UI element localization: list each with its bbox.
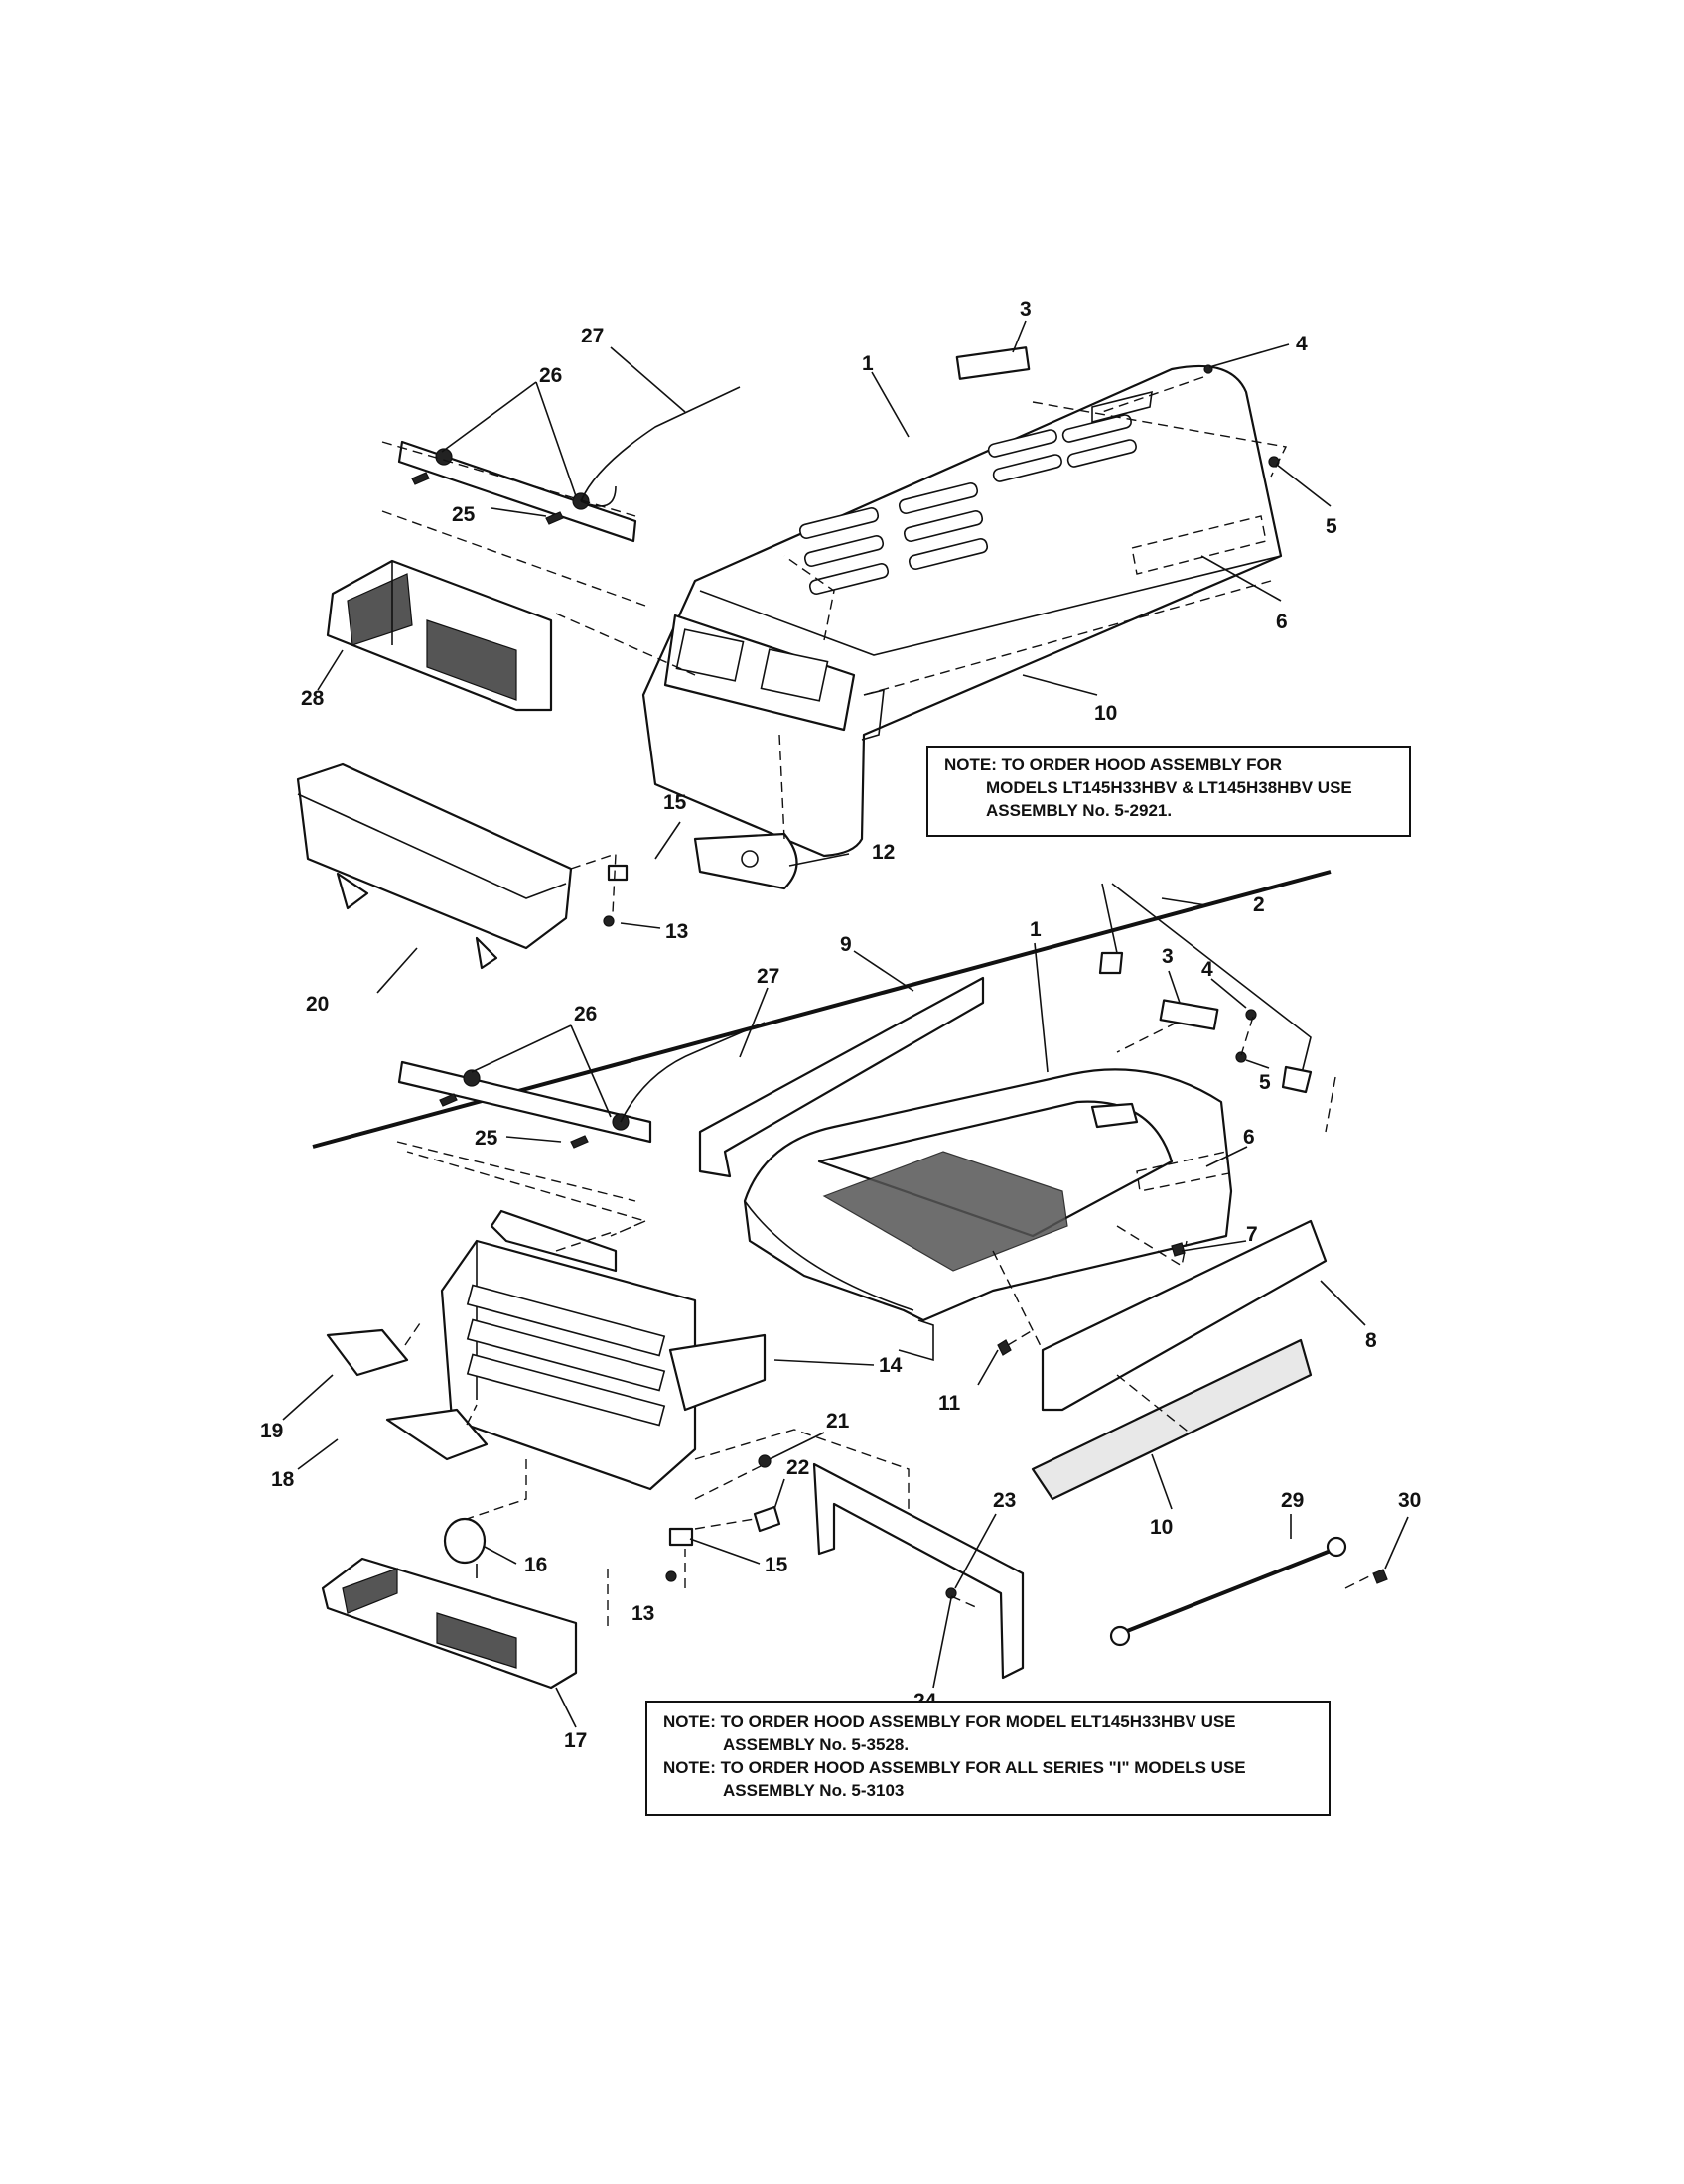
- callout-9-lower: 9: [840, 933, 852, 956]
- lower-part-19: [326, 1328, 409, 1377]
- callout-5-upper: 5: [1326, 515, 1337, 538]
- callout-11-lower: 11: [938, 1392, 961, 1415]
- callout-3-upper: 3: [1020, 298, 1032, 321]
- callouts-upper: 1 3 4 5 6 10 12 13 15 20 25 26 27 28: [301, 298, 1337, 1016]
- callout-10-upper: 10: [1094, 702, 1117, 725]
- callout-2-lower: 2: [1253, 893, 1265, 916]
- lower-part-8: [1041, 1219, 1328, 1412]
- lower-part-4: [1245, 1009, 1257, 1021]
- upper-part-13: [603, 915, 615, 927]
- lower-part-23: [812, 1462, 1025, 1680]
- upper-part-3: [955, 346, 1153, 424]
- lower-part-30: [1372, 1569, 1388, 1584]
- lower-part-3: [1159, 999, 1219, 1030]
- callout-19-lower: 19: [260, 1420, 283, 1442]
- lower-part-16: [443, 1517, 487, 1565]
- lower-part-2: [1098, 883, 1313, 1094]
- callout-29-lower: 29: [1281, 1489, 1304, 1512]
- callout-22-lower: 22: [786, 1456, 809, 1479]
- callout-14-lower: 14: [879, 1354, 903, 1377]
- lower-part-15: [668, 1527, 694, 1547]
- lower-part-22: [753, 1505, 781, 1533]
- callout-6-lower: 6: [1243, 1126, 1255, 1149]
- callout-28-upper: 28: [301, 687, 325, 710]
- callout-18-lower: 18: [271, 1468, 295, 1491]
- callout-25-lower: 25: [475, 1127, 498, 1150]
- note-lower-line2: ASSEMBLY No. 5-3528.: [723, 1735, 910, 1754]
- lower-explosion-lines: [396, 1016, 1376, 1628]
- lower-part-13: [665, 1570, 677, 1582]
- callout-7-lower: 7: [1246, 1223, 1258, 1246]
- upper-bumper-20: [296, 762, 573, 970]
- callout-15-lower: 15: [765, 1554, 788, 1576]
- lower-part-18: [385, 1408, 489, 1461]
- callout-20-upper: 20: [306, 993, 329, 1016]
- callout-27-upper: 27: [581, 325, 604, 347]
- callout-12-upper: 12: [872, 841, 895, 864]
- upper-hood-vents: [798, 414, 1137, 595]
- lower-part-5: [1235, 1051, 1247, 1063]
- lower-part-21: [758, 1454, 772, 1468]
- callout-17-lower: 17: [564, 1729, 587, 1752]
- callout-3-lower: 3: [1162, 945, 1174, 968]
- note-box-upper: NOTE: TO ORDER HOOD ASSEMBLY FOR MODELS …: [926, 746, 1411, 837]
- lower-grille-frame: [440, 1209, 767, 1491]
- note-upper-line1: NOTE: TO ORDER HOOD ASSEMBLY FOR: [944, 755, 1283, 774]
- callout-10-lower: 10: [1150, 1516, 1173, 1539]
- lower-part-25: [439, 1093, 589, 1149]
- callout-5-lower: 5: [1259, 1071, 1271, 1094]
- callout-21-lower: 21: [826, 1410, 850, 1433]
- upper-hood: [641, 364, 1283, 858]
- lower-part-17: [321, 1557, 578, 1690]
- callout-25-upper: 25: [452, 503, 476, 526]
- upper-part-25: [411, 472, 564, 525]
- callout-1-lower: 1: [1030, 918, 1042, 941]
- upper-part-15: [607, 864, 629, 882]
- lower-part-7: [1171, 1242, 1186, 1257]
- note-lower-line4: ASSEMBLY No. 5-3103: [723, 1781, 905, 1800]
- callout-26-upper: 26: [539, 364, 562, 387]
- upper-grille-28: [326, 559, 553, 712]
- note-box-lower: NOTE: TO ORDER HOOD ASSEMBLY FOR MODEL E…: [645, 1701, 1331, 1816]
- note-upper-line2: MODELS LT145H33HBV & LT145H38HBV USE: [986, 778, 1352, 797]
- upper-leaders: [317, 320, 1332, 994]
- callout-26-lower: 26: [574, 1003, 597, 1025]
- note-upper-line3: ASSEMBLY No. 5-2921.: [986, 801, 1173, 820]
- lower-part-9: [698, 976, 985, 1178]
- callouts-lower: 1 2 3 4 5 6 7 8 9 10 11 13 14 15 16 17 1…: [260, 893, 1421, 1752]
- lower-part-29: [1109, 1536, 1347, 1647]
- lower-leaders: [282, 897, 1409, 1728]
- callout-30-lower: 30: [1398, 1489, 1421, 1512]
- lower-part-6: [1136, 1151, 1230, 1192]
- callout-6-upper: 6: [1276, 611, 1288, 633]
- callout-27-lower: 27: [757, 965, 779, 988]
- upper-headlight-bar: [397, 386, 741, 543]
- callout-16-lower: 16: [524, 1554, 547, 1576]
- callout-4-upper: 4: [1296, 333, 1308, 355]
- callout-13-upper: 13: [665, 920, 688, 943]
- callout-15-upper: 15: [663, 791, 687, 814]
- lower-hood: [743, 1068, 1233, 1362]
- callout-23-lower: 23: [993, 1489, 1016, 1512]
- lower-part-11: [997, 1339, 1012, 1356]
- lower-part-10: [1031, 1338, 1313, 1501]
- callout-1-upper: 1: [862, 352, 874, 375]
- upper-part-12: [693, 832, 798, 890]
- note-lower-line1: NOTE: TO ORDER HOOD ASSEMBLY FOR MODEL E…: [663, 1712, 1236, 1731]
- lower-headlight-bar: [397, 1022, 766, 1144]
- note-lower-line3: NOTE: TO ORDER HOOD ASSEMBLY FOR ALL SER…: [663, 1758, 1246, 1777]
- callout-8-lower: 8: [1365, 1329, 1377, 1352]
- callout-13-lower: 13: [632, 1602, 654, 1625]
- callout-4-lower: 4: [1201, 958, 1213, 981]
- upper-explosion-lines: [381, 376, 1288, 914]
